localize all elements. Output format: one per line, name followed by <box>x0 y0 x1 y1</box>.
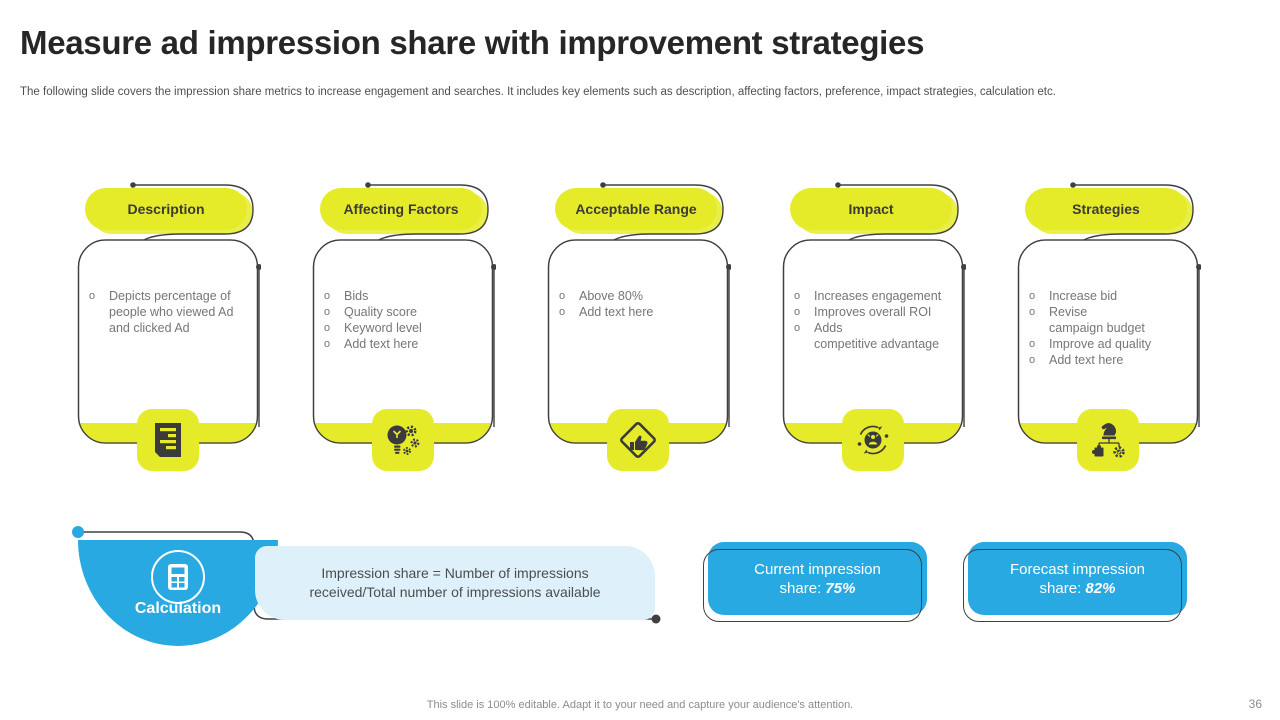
bullet-marker: o <box>324 306 331 318</box>
list-item: o Increases engagement <box>794 288 952 304</box>
bullet-text: Depicts percentage of people who viewed … <box>109 289 234 335</box>
bullet-text: Bids <box>344 289 369 303</box>
column-frame <box>312 182 496 471</box>
bullet-marker: o <box>89 290 96 302</box>
forecast-impression-label: Forecast impression share: <box>1009 560 1146 597</box>
calculation-label[interactable]: Calculation <box>134 600 222 617</box>
bullet-text: Increases engagement <box>814 289 942 303</box>
columns-row: Description o Depicts percentage of peopl… <box>75 170 1201 500</box>
footer-note: This slide is 100% editable. Adapt it to… <box>426 699 854 711</box>
bullet-text: Above 80% <box>579 289 643 303</box>
calculation-graphic <box>72 526 661 646</box>
column-header-strategies[interactable]: Strategies <box>1072 201 1140 217</box>
bullet-text: Improves overall ROI <box>814 305 932 319</box>
bullet-marker: o <box>559 306 566 318</box>
forecast-impression-share-box[interactable]: Forecast impression share: 82% <box>968 542 1187 615</box>
header-pill-shape[interactable] <box>320 188 482 230</box>
connector-end-dot <box>651 614 661 624</box>
list-item: o Add text here <box>1029 352 1187 368</box>
bullet-marker: o <box>324 322 331 334</box>
header-pill-shape[interactable] <box>790 188 952 230</box>
bullet-marker: o <box>1029 306 1036 318</box>
calculation-section: Calculation Impression share = Number of… <box>40 508 700 678</box>
formula-box[interactable]: Impression share = Number of impressions… <box>255 546 655 620</box>
column-frame <box>1017 182 1201 471</box>
page-number: 36 <box>1248 697 1262 711</box>
column-header-description[interactable]: Description <box>127 201 205 217</box>
bullet-text: Improve ad quality <box>1049 337 1152 351</box>
header-pill-shape[interactable] <box>555 188 717 230</box>
column-frame <box>547 182 731 471</box>
list-item: o Above 80% <box>559 288 717 304</box>
bullet-list: o Depicts percentage of people who viewed… <box>89 288 247 336</box>
current-impression-label: Current impression share: <box>754 560 881 597</box>
page-title: Measure ad impression share with improve… <box>20 24 925 61</box>
icon-tile[interactable] <box>1077 409 1139 471</box>
list-item: o Quality score <box>324 304 482 320</box>
list-item: o Improve ad quality <box>1029 336 1187 352</box>
header-pill-shape[interactable] <box>85 188 247 230</box>
bullet-text: Keyword level <box>344 321 422 335</box>
list-item: o Bids <box>324 288 482 304</box>
forecast-impression-value: 82% <box>1085 579 1116 597</box>
bullet-text: Increase bid <box>1049 289 1118 303</box>
list-item: o Improves overall ROI <box>794 304 952 320</box>
list-item: o Add text here <box>324 336 482 352</box>
bullet-text: Add text here <box>579 305 654 319</box>
bullet-marker: o <box>1029 338 1036 350</box>
header-pill-shape[interactable] <box>1025 188 1187 230</box>
current-impression-value: 75% <box>825 579 856 597</box>
list-item: o Revise campaign budget <box>1029 304 1187 336</box>
bullet-marker: o <box>1029 290 1036 302</box>
column-header-acceptable-range[interactable]: Acceptable Range <box>575 201 697 217</box>
growth-cycle-icon <box>857 425 889 455</box>
bullet-marker: o <box>559 290 566 302</box>
list-item: o Add text here <box>559 304 717 320</box>
bulb-gears-icon <box>387 425 420 455</box>
bullet-text: Add text here <box>1049 353 1124 367</box>
list-item: o Adds competitive advantage <box>794 320 952 352</box>
bullet-text: Revise campaign budget <box>1049 305 1145 335</box>
slide-subtitle: The following slide covers the impressio… <box>20 86 1056 98</box>
bullet-text: Adds competitive advantage <box>814 321 940 351</box>
chess-strategy-icon <box>1092 423 1125 458</box>
bullet-marker: o <box>794 322 801 334</box>
formula-text: Impression share = Number of impressions… <box>309 565 601 600</box>
connector-start-dot <box>72 526 84 538</box>
bullet-marker: o <box>794 306 801 318</box>
column-description: Description o Depicts percentage of peopl… <box>75 170 261 500</box>
calculator-icon-ring <box>151 550 205 604</box>
bullet-marker: o <box>794 290 801 302</box>
column-frame <box>77 182 261 471</box>
bullet-marker: o <box>324 338 331 350</box>
bullet-text: Quality score <box>344 305 417 319</box>
calculation-dome-shape[interactable] <box>78 540 278 646</box>
bullet-text: Add text here <box>344 337 419 351</box>
current-impression-share-box[interactable]: Current impression share: 75% <box>708 542 927 615</box>
calculator-icon <box>168 564 188 590</box>
list-item: o Increase bid <box>1029 288 1187 304</box>
column-frame <box>782 182 966 471</box>
column-header-affecting-factors[interactable]: Affecting Factors <box>343 201 459 217</box>
bullet-marker: o <box>1029 354 1036 366</box>
list-item: o Keyword level <box>324 320 482 336</box>
report-document-icon <box>155 423 181 457</box>
bullet-marker: o <box>324 290 331 302</box>
column-header-impact[interactable]: Impact <box>848 201 894 217</box>
diamond-thumbs-up-icon <box>620 422 656 458</box>
list-item: o Depicts percentage of people who viewed… <box>89 288 247 336</box>
